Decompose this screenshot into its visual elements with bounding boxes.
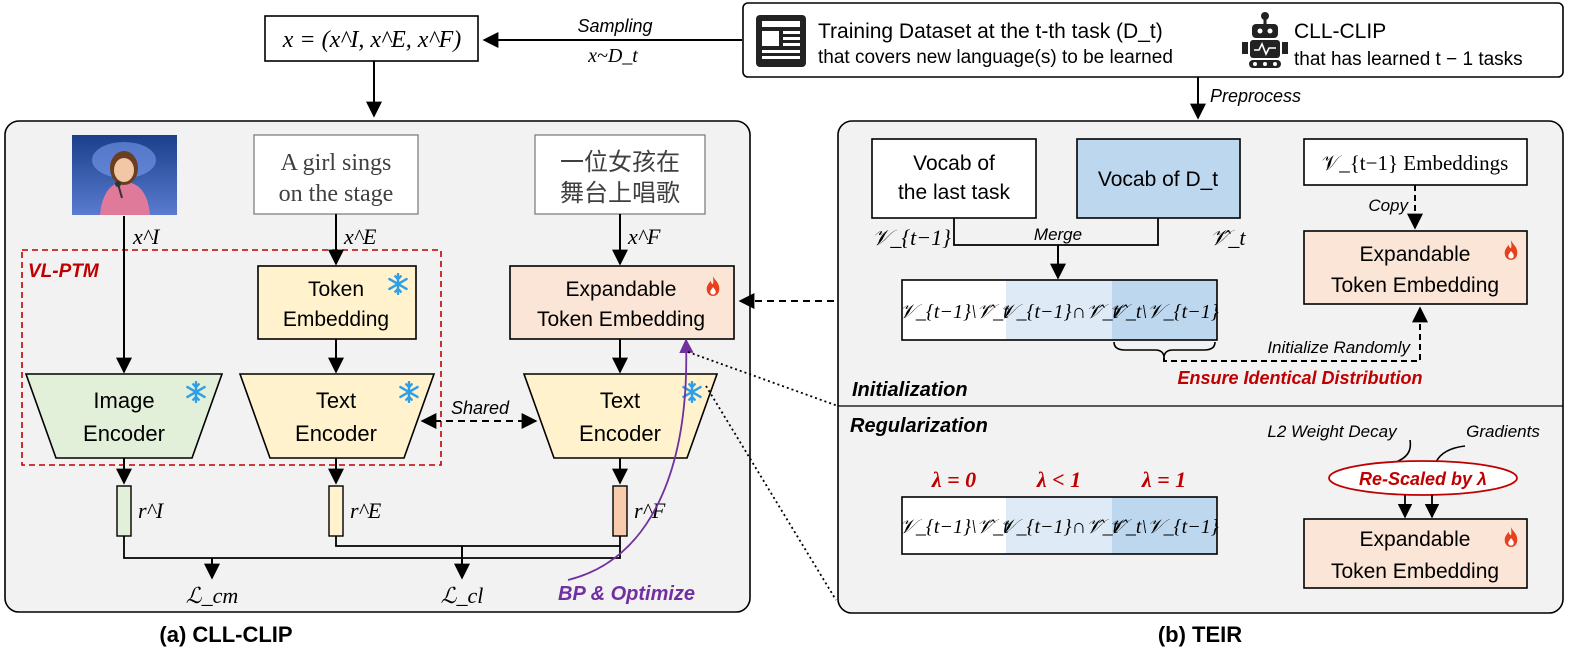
gradients-connector xyxy=(1435,445,1466,463)
text-encoder-zh-line1: Text xyxy=(600,388,640,413)
text-encoder-zh-line2: Encoder xyxy=(579,421,661,446)
vocab-last-box xyxy=(871,138,1037,219)
vocab-last-line2: the last task xyxy=(898,181,1011,204)
rI-label: r^I xyxy=(138,498,165,523)
init-section-label: Initialization xyxy=(852,379,968,401)
init-random-label: Initialize Randomly xyxy=(1267,338,1411,357)
v-hat-label: 𝒱̂_t xyxy=(1210,225,1246,250)
exp-emb-a-line1: Expandable xyxy=(566,278,677,301)
text-encoder-en-line2: Encoder xyxy=(295,421,377,446)
preprocess-label: Preprocess xyxy=(1210,86,1301,106)
text-zh-line2: 舞台上唱歌 xyxy=(560,180,680,207)
reg-seg2-label: 𝒱_{t−1}∩𝒱̂_t xyxy=(1000,516,1119,538)
lambda0-label: λ = 0 xyxy=(931,467,976,492)
exp-emb-reg-line1: Expandable xyxy=(1360,528,1471,551)
prev-embeddings-box xyxy=(1303,138,1528,186)
caption-a: (a) CLL-CLIP xyxy=(159,622,292,647)
xI-label: x^I xyxy=(132,224,161,249)
text-zh-box xyxy=(534,134,706,215)
vocab-dt: Vocab of D_t xyxy=(1098,168,1218,191)
loss-cm-label: ℒ_cm xyxy=(186,583,239,608)
rescale-label: Re-Scaled by λ xyxy=(1359,469,1487,489)
init-random-arrow xyxy=(1163,306,1428,362)
exp-emb-init-line1: Expandable xyxy=(1360,243,1471,266)
rE-vector xyxy=(328,485,344,537)
panel-a xyxy=(4,120,751,613)
zoom-line-top xyxy=(687,351,839,407)
gradients-label: Gradients xyxy=(1466,422,1540,441)
text-en-line1: A girl sings xyxy=(281,150,392,176)
lambda1-label: λ = 1 xyxy=(1141,467,1186,492)
dataset-line1: Training Dataset at the t-th task (D_t) xyxy=(818,20,1163,43)
rI-vector xyxy=(116,485,132,537)
loss-cl-connector xyxy=(335,536,620,547)
vl-ptm-label: VL-PTM xyxy=(28,261,100,282)
rE-label: r^E xyxy=(350,498,382,523)
zoom-line-bottom xyxy=(705,385,837,601)
text-encoder-zh xyxy=(522,373,719,459)
v-prev-label: 𝒱_{t−1} xyxy=(872,225,951,250)
caption-b: (b) TEIR xyxy=(1158,622,1242,647)
shared-label: Shared xyxy=(451,398,510,418)
bp-label: BP & Optimize xyxy=(558,583,695,605)
bp-arrow xyxy=(567,338,694,581)
loss-cm-connector xyxy=(123,536,621,559)
image-encoder xyxy=(24,373,224,459)
model-name: CLL-CLIP xyxy=(1294,20,1386,43)
sampling-label: Sampling xyxy=(577,16,652,36)
ensure-label: Ensure Identical Distribution xyxy=(1177,368,1422,388)
xF-label: x^F xyxy=(627,224,661,249)
exp-emb-a-line2: Token Embedding xyxy=(537,308,705,331)
reg-section-label: Regularization xyxy=(850,415,988,437)
exp-emb-init-line2: Token Embedding xyxy=(1331,274,1499,297)
rF-vector xyxy=(612,485,628,537)
reg-seg1-label: 𝒱_{t−1}\𝒱̂_t xyxy=(899,516,1009,538)
text-encoder-en xyxy=(238,373,436,459)
expandable-embedding-box-init xyxy=(1303,230,1528,305)
seg1-label: 𝒱_{t−1}\𝒱̂_t xyxy=(899,301,1009,323)
image-encoder-line2: Encoder xyxy=(83,421,165,446)
vocab-last-line1: Vocab of xyxy=(913,152,995,175)
sample-formula: x = (x^I, x^E, x^F) xyxy=(282,27,461,53)
vocab-dt-box xyxy=(1076,138,1241,219)
reg-vocab-bar: 𝒱_{t−1}\𝒱̂_t 𝒱_{t−1}∩𝒱̂_t 𝒱̂_t\𝒱_{t−1} xyxy=(899,496,1219,555)
input-image xyxy=(72,135,177,215)
dataset-box: Training Dataset at the t-th task (D_t) … xyxy=(742,2,1564,78)
loss-cl-label: ℒ_cl xyxy=(441,583,484,608)
text-zh-line1: 一位女孩在 xyxy=(560,149,680,176)
robot-icon xyxy=(1242,12,1288,68)
merge-label: Merge xyxy=(1034,225,1082,244)
prev-embeddings: 𝒱_{t−1} Embeddings xyxy=(1322,151,1509,175)
sample-formula-box: x = (x^I, x^E, x^F) xyxy=(264,15,479,62)
seg3-label: 𝒱̂_t\𝒱_{t−1} xyxy=(1109,301,1218,323)
l2-label: L2 Weight Decay xyxy=(1267,422,1398,441)
merged-vocab-bar: 𝒱_{t−1}\𝒱̂_t 𝒱_{t−1}∩𝒱̂_t 𝒱̂_t\𝒱_{t−1} xyxy=(899,279,1219,341)
rescale-ellipse xyxy=(1328,460,1518,496)
token-emb-line2: Embedding xyxy=(283,308,389,331)
vl-ptm-box xyxy=(21,249,442,466)
expandable-embedding-box-a xyxy=(509,265,735,340)
seg2-label: 𝒱_{t−1}∩𝒱̂_t xyxy=(1000,301,1119,323)
exp-emb-reg-line2: Token Embedding xyxy=(1331,560,1499,583)
merge-connector xyxy=(953,218,1159,246)
token-emb-line1: Token xyxy=(308,278,364,301)
dataset-line2: that covers new language(s) to be learne… xyxy=(818,47,1173,68)
lambda-lt1-label: λ < 1 xyxy=(1036,467,1081,492)
copy-label: Copy xyxy=(1368,196,1409,215)
reg-seg3-label: 𝒱̂_t\𝒱_{t−1} xyxy=(1109,516,1218,538)
image-encoder-line1: Image xyxy=(93,388,154,413)
expandable-embedding-box-reg xyxy=(1303,518,1528,589)
model-line2: that has learned t − 1 tasks xyxy=(1294,49,1523,70)
text-encoder-en-line1: Text xyxy=(316,388,356,413)
sampling-expr: x~D_t xyxy=(587,45,638,67)
xE-label: x^E xyxy=(343,224,377,249)
newspaper-icon xyxy=(756,15,806,67)
text-en-line2: on the stage xyxy=(279,181,394,207)
